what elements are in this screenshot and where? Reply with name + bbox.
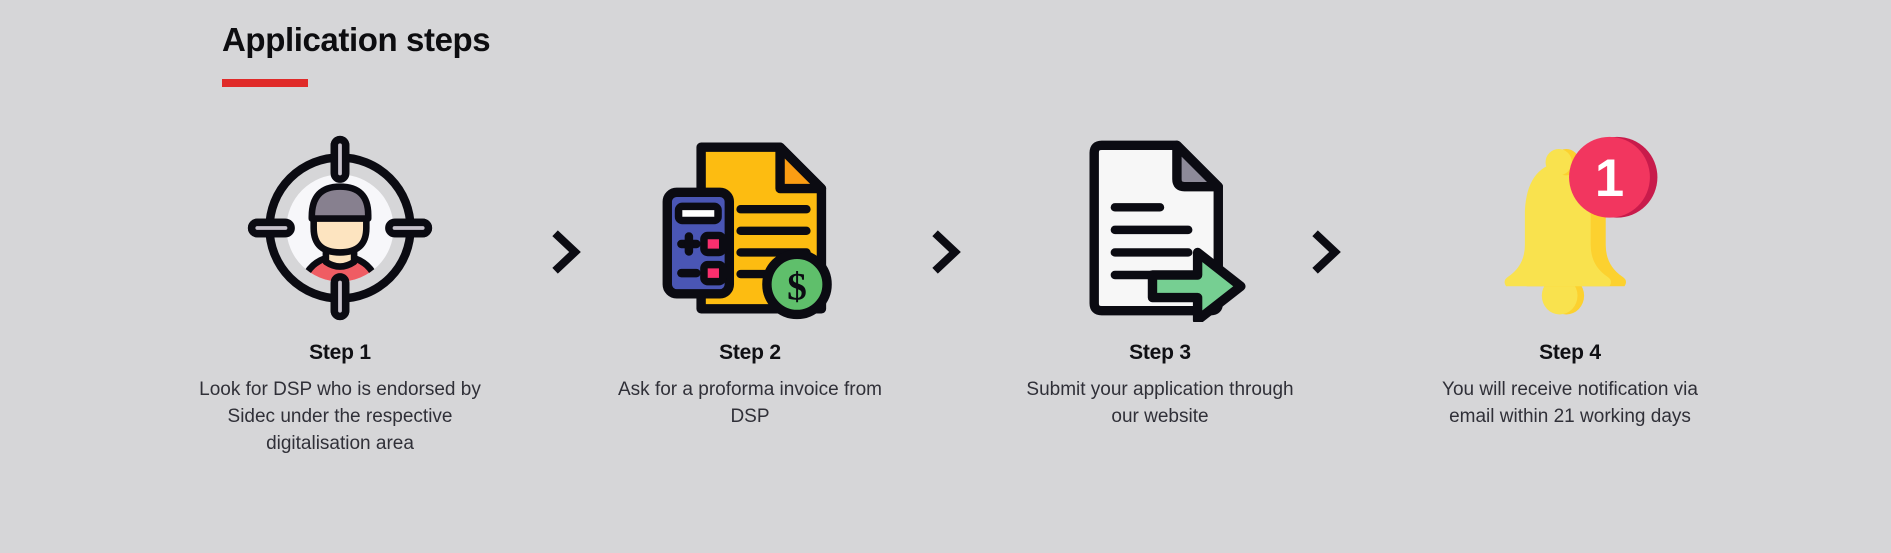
title-underline-rule [222,79,308,88]
page-title: Application steps [222,21,491,58]
step-title: Step 1 [309,341,371,364]
step-title: Step 4 [1539,341,1601,364]
target-person-icon [240,128,440,328]
chevron-right-icon [1310,230,1344,274]
section-header: Application steps [222,21,491,88]
document-submit-arrow-icon [1060,128,1260,328]
badge-count: 1 [1595,149,1624,208]
step-item-3: Step 3 Submit your application through o… [1010,128,1310,431]
svg-text:$: $ [787,264,807,308]
step-title: Step 2 [719,341,781,364]
step-item-1: Step 1 Look for DSP who is endorsed by S… [190,128,490,458]
bell-notification-badge-icon: 1 [1470,128,1670,328]
step-description: Look for DSP who is endorsed by Sidec un… [199,379,481,455]
step-item-4: 1 Step 4 You will receive notification v… [1420,128,1720,431]
step-description: Ask for a proforma invoice from DSP [618,379,882,428]
step-description: Submit your application through our webs… [1026,379,1294,428]
chevron-right-icon [930,230,964,274]
chevron-right-icon [550,230,584,274]
step-title: Step 3 [1129,341,1191,364]
invoice-calculator-dollar-icon: $ [650,128,850,328]
step-item-2: $ Step 2 Ask for a proforma invoice from… [600,128,900,431]
steps-list: Step 1 Look for DSP who is endorsed by S… [190,128,1720,458]
step-description: You will receive notification via email … [1442,379,1698,428]
